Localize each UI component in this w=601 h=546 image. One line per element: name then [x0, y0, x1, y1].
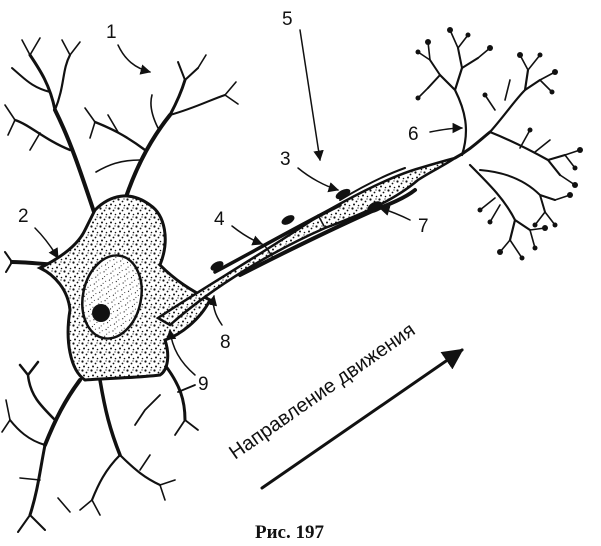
label-1: 1	[106, 22, 117, 43]
nucleolus	[92, 304, 110, 322]
figure-caption: Рис. 197	[255, 522, 324, 543]
label-5: 5	[282, 9, 293, 30]
motion-direction-label: Направление движения	[225, 319, 419, 464]
label-2: 2	[18, 206, 29, 227]
label-3: 3	[280, 149, 291, 170]
label-7: 7	[418, 216, 429, 237]
label-9: 9	[198, 374, 209, 395]
label-8: 8	[220, 332, 231, 353]
lower-dendrites	[2, 362, 198, 532]
label-4: 4	[214, 209, 225, 230]
schwann-cell-nucleus	[280, 213, 296, 227]
label-6: 6	[408, 124, 419, 145]
axon-terminals	[416, 27, 584, 261]
